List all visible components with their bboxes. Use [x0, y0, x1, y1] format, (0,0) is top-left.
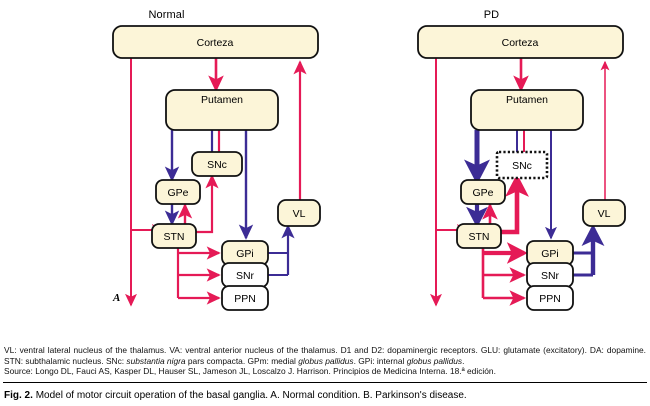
node-snc-label: SNc — [512, 160, 532, 172]
node-corteza[interactable] — [112, 25, 319, 59]
node-stn[interactable] — [456, 223, 502, 249]
node-stn-label: STN — [469, 231, 490, 243]
node-gpe[interactable] — [155, 179, 201, 205]
node-snc[interactable] — [495, 150, 549, 180]
node-stn[interactable] — [151, 223, 197, 249]
legend-source: Source: Longo DL, Fauci AS, Kasper DL, H… — [4, 366, 496, 376]
node-putamen[interactable] — [165, 89, 279, 131]
legend-italic-globus-pallidus-1: globus pallidus — [298, 355, 354, 366]
node-corteza-label: Corteza — [502, 37, 539, 49]
node-snc-label: SNc — [207, 159, 227, 171]
diagram-normal: Corteza Putamen SNc GPe STN VL GPi SNr P… — [112, 25, 321, 311]
node-ppn[interactable] — [221, 285, 269, 311]
divider-rule — [3, 382, 647, 383]
node-snr-label: SNr — [236, 270, 255, 282]
node-ppn-label: PPN — [234, 293, 256, 305]
node-gpi-label: GPi — [236, 248, 254, 260]
figure-legend: VL: ventral lateral nucleus of the thala… — [4, 345, 646, 377]
panel-pd: PD — [333, 0, 650, 340]
legend-line-1d: . — [462, 355, 465, 366]
node-gpi-label: GPi — [541, 248, 559, 260]
node-ppn[interactable] — [526, 285, 574, 311]
panel-label-a: A — [113, 292, 121, 304]
node-corteza-label: Corteza — [197, 37, 234, 49]
panel-normal: Normal — [0, 0, 333, 340]
node-corteza[interactable] — [417, 25, 624, 59]
legend-line-1a: VL: ventral lateral nucleus of the thala… — [4, 345, 646, 366]
legend-line-1c: . GPi: internal — [353, 355, 407, 366]
node-snr-label: SNr — [541, 270, 560, 282]
node-gpe-label: GPe — [167, 187, 188, 199]
node-gpe[interactable] — [460, 179, 506, 205]
legend-italic-substantia-nigra: substantia nigra — [126, 355, 186, 366]
node-ppn-label: PPN — [539, 293, 561, 305]
node-putamen-label: Putamen — [506, 94, 548, 106]
figure-caption-text: Model of motor circuit operation of the … — [35, 390, 467, 401]
node-stn-label: STN — [164, 231, 185, 243]
panel-normal-title: Normal — [148, 9, 185, 21]
figure-number: Fig. 2. — [4, 390, 33, 401]
node-snc[interactable] — [191, 151, 243, 177]
legend-italic-globus-pallidus-2: globus pallidus — [406, 355, 463, 366]
node-vl-label: VL — [598, 208, 611, 220]
figure-caption: Fig. 2. Model of motor circuit operation… — [4, 390, 646, 401]
node-vl-label: VL — [293, 208, 306, 220]
panel-pd-title: PD — [483, 9, 500, 21]
node-putamen-label: Putamen — [201, 94, 243, 106]
node-gpe-label: GPe — [472, 187, 493, 199]
node-vl[interactable] — [277, 199, 321, 227]
node-putamen[interactable] — [470, 89, 584, 131]
legend-line-1b: pars compacta. GPm: medial — [185, 355, 299, 366]
diagram-pd: Corteza Putamen SNc GPe STN VL GPi SNr P… — [417, 25, 626, 311]
node-vl[interactable] — [582, 199, 626, 227]
